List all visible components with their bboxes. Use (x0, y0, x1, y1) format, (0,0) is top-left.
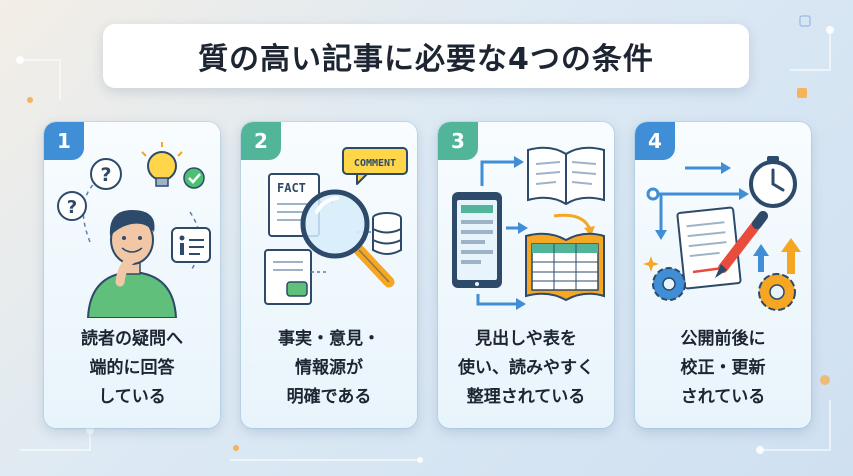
caption-line: している (98, 386, 166, 407)
table-icon (525, 232, 605, 302)
comment-bubble-icon: COMMENT (342, 147, 408, 185)
caption-line: 端的に回答 (89, 357, 175, 378)
gear-icon (652, 267, 796, 311)
document-icon (264, 249, 312, 305)
card-number-badge: 1 (44, 122, 84, 160)
pen-icon (715, 211, 768, 278)
lightbulb-icon (141, 142, 183, 187)
clock-pen-gear-icon (643, 156, 801, 311)
fact-label: FACT (277, 181, 306, 195)
condition-card-2: 2 FACT COMMENT (241, 122, 417, 428)
svg-text:?: ? (100, 164, 111, 186)
card-number-badge: 3 (438, 122, 478, 160)
card-caption: 見出しや表を 使い、読みやすく 整理されている (442, 318, 610, 418)
document-icon (676, 206, 742, 290)
tablet-icon (452, 192, 502, 288)
condition-card-3: 3 (438, 122, 614, 428)
caption-line: 情報源が (295, 357, 363, 378)
card-caption: 読者の疑問へ 端的に回答 している (48, 318, 216, 418)
caption-line: されている (680, 386, 766, 407)
caption-line: 校正・更新 (680, 357, 766, 378)
caption-line: 整理されている (466, 386, 586, 407)
magnifier-icon (300, 189, 395, 288)
clock-icon (749, 156, 797, 208)
person-icon (86, 210, 178, 318)
caption-line: 読者の疑問へ (81, 328, 183, 349)
caption-line: 明確である (286, 386, 372, 407)
title-banner: 質の高い記事に必要な4つの条件 (103, 24, 749, 88)
page-title: 質の高い記事に必要な4つの条件 (198, 42, 654, 77)
condition-card-4: 4 (635, 122, 811, 428)
person-thinking-icon: ? ? (57, 142, 211, 318)
condition-card-1: 1 ? ? (44, 122, 220, 428)
comment-label: COMMENT (354, 158, 396, 169)
caption-line: 見出しや表を (475, 328, 577, 349)
magnifier-documents-icon: FACT COMMENT (264, 147, 408, 305)
check-icon (183, 167, 205, 189)
caption-line: 事実・意見・ (278, 328, 380, 349)
card-caption: 公開前後に 校正・更新 されている (639, 318, 807, 418)
caption-line: 公開前後に (680, 328, 766, 349)
caption-line: 使い、読みやすく (458, 357, 594, 378)
svg-text:?: ? (67, 197, 77, 218)
info-card-icon (171, 227, 211, 263)
database-icon (372, 212, 402, 255)
open-book-icon (527, 146, 605, 206)
question-bubble-icon: ? ? (57, 158, 122, 221)
tablet-book-table-icon (452, 146, 605, 310)
card-number-badge: 4 (635, 122, 675, 160)
card-caption: 事実・意見・ 情報源が 明確である (245, 318, 413, 418)
card-number-badge: 2 (241, 122, 281, 160)
